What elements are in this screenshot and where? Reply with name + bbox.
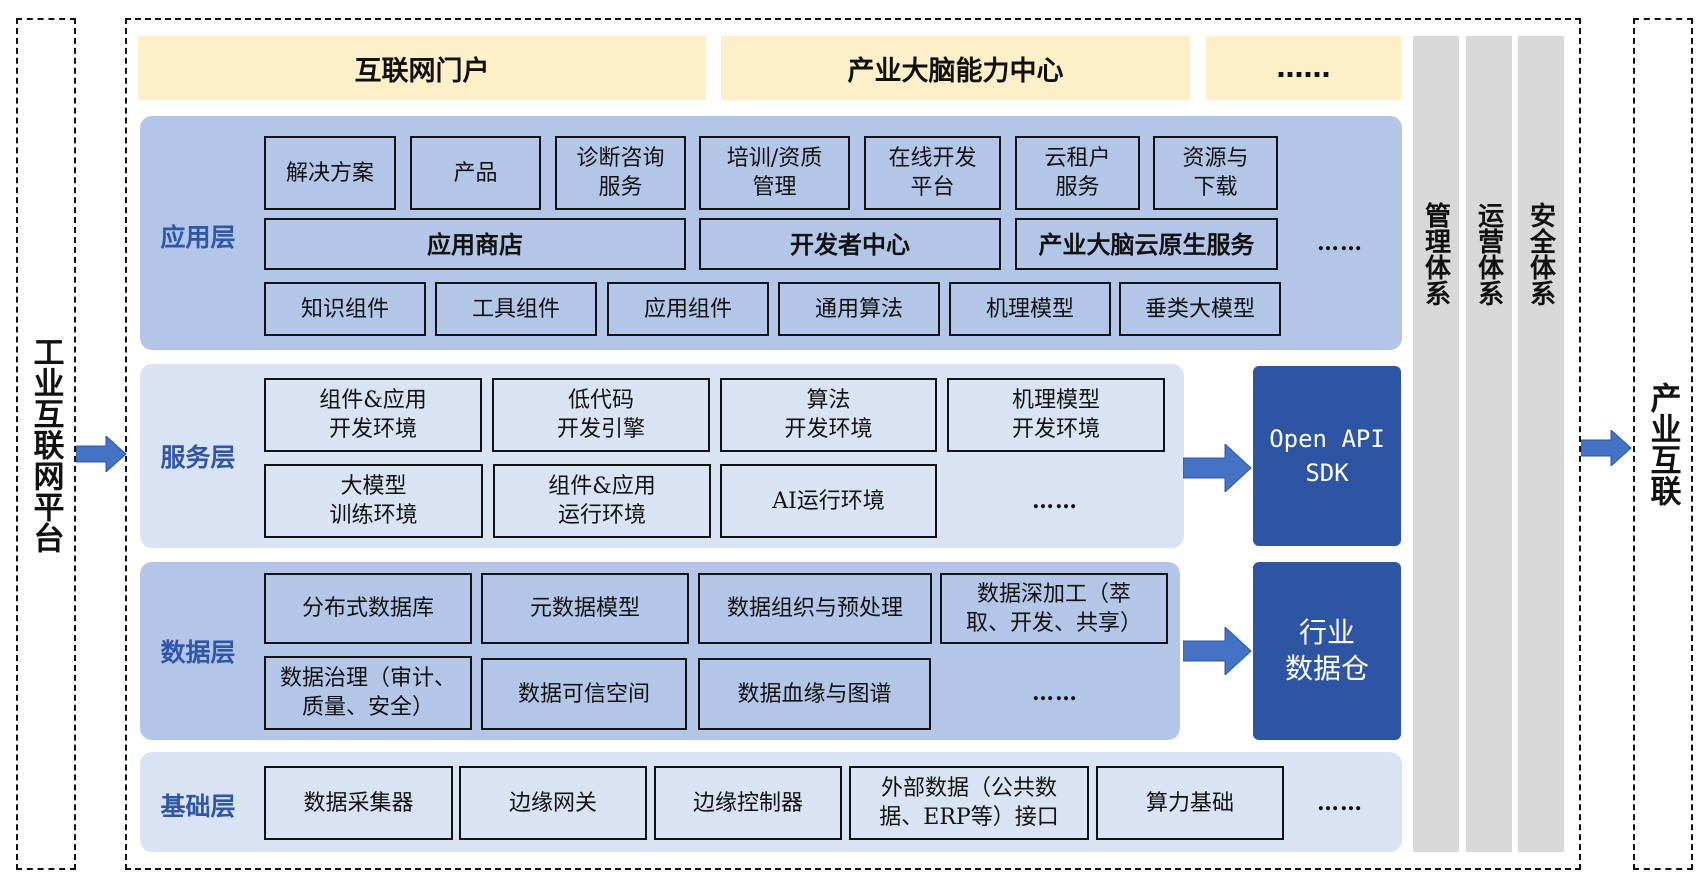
ai-runtime-env: AI运行环境 (720, 464, 937, 538)
portal-internet: 互联网门户 (138, 36, 706, 100)
data-layer (140, 562, 1180, 740)
left-platform-box: 工业互联网平台 (16, 18, 76, 870)
data-trusted-space: 数据可信空间 (481, 658, 687, 730)
data-lineage-graph: 数据血缘与图谱 (698, 658, 931, 730)
edge-gateway: 边缘网关 (459, 766, 647, 840)
industry-data-warehouse-block: 行业 数据仓 (1253, 562, 1401, 740)
application-components: 应用组件 (607, 282, 769, 336)
right-output-box: 产业互联 (1633, 18, 1693, 870)
large-model-training-env: 大模型 训练环境 (264, 464, 483, 538)
system-operations: 运营体系 (1466, 36, 1512, 852)
data-governance: 数据治理（审计、 质量、安全） (264, 656, 472, 730)
edge-controller: 边缘控制器 (654, 766, 842, 840)
tool-components: 工具组件 (435, 282, 597, 336)
foundation-more: …… (1317, 790, 1363, 816)
foundation-layer (140, 752, 1402, 852)
app-products: 产品 (410, 136, 541, 210)
right-arrow-icon (1581, 430, 1632, 466)
left-arrow-icon (76, 436, 127, 472)
data-collector: 数据采集器 (264, 766, 453, 840)
service-to-api-arrow-icon (1183, 444, 1252, 492)
algorithm-dev-env: 算法 开发环境 (720, 378, 937, 452)
metadata-model: 元数据模型 (481, 573, 689, 644)
developer-center: 开发者中心 (699, 218, 1001, 270)
knowledge-components: 知识组件 (264, 282, 426, 336)
service-row2-more: …… (1032, 488, 1078, 514)
data-deep-processing: 数据深加工（萃 取、开发、共享） (940, 573, 1168, 644)
portal-more: …… (1206, 36, 1401, 100)
right-output-label: 产业互联 (1644, 382, 1681, 506)
general-algorithms: 通用算法 (778, 282, 940, 336)
app-store: 应用商店 (264, 218, 686, 270)
data-layer-label: 数据层 (160, 638, 236, 667)
app-diagnosis-consulting: 诊断咨询 服务 (555, 136, 686, 210)
service-layer-label: 服务层 (160, 443, 236, 472)
foundation-layer-label: 基础层 (160, 792, 236, 821)
computing-infrastructure: 算力基础 (1096, 766, 1284, 840)
component-app-dev-env: 组件&应用 开发环境 (264, 378, 482, 452)
data-to-warehouse-arrow-icon (1183, 627, 1252, 675)
data-organization-preprocessing: 数据组织与预处理 (698, 573, 932, 644)
application-layer-label: 应用层 (160, 223, 236, 252)
open-api-sdk-block: Open API SDK (1253, 366, 1401, 546)
external-data-interface: 外部数据（公共数 据、ERP等）接口 (849, 766, 1089, 840)
app-solutions: 解决方案 (264, 136, 396, 210)
mechanism-model-dev-env: 机理模型 开发环境 (947, 378, 1165, 452)
app-cloud-tenant: 云租户 服务 (1015, 136, 1140, 210)
data-row2-more: …… (1032, 680, 1078, 706)
app-resources-download: 资源与 下载 (1153, 136, 1278, 210)
left-platform-label: 工业互联网平台 (27, 335, 64, 553)
distributed-database: 分布式数据库 (264, 573, 472, 644)
service-layer (140, 364, 1184, 548)
industry-brain-cloud-native: 产业大脑云原生服务 (1015, 218, 1278, 270)
app-row2-more: …… (1317, 230, 1363, 256)
application-layer (140, 116, 1402, 350)
portal-industry-brain-center: 产业大脑能力中心 (721, 36, 1190, 100)
app-training-qualification: 培训/资质 管理 (699, 136, 850, 210)
system-management: 管理体系 (1413, 36, 1459, 852)
low-code-dev-engine: 低代码 开发引擎 (492, 378, 710, 452)
component-app-runtime-env: 组件&应用 运行环境 (493, 464, 711, 538)
system-security: 安全体系 (1518, 36, 1564, 852)
main-architecture-container (125, 18, 1581, 870)
mechanism-models: 机理模型 (949, 282, 1111, 336)
app-online-dev-platform: 在线开发 平台 (864, 136, 1001, 210)
vertical-large-models: 垂类大模型 (1119, 282, 1281, 336)
